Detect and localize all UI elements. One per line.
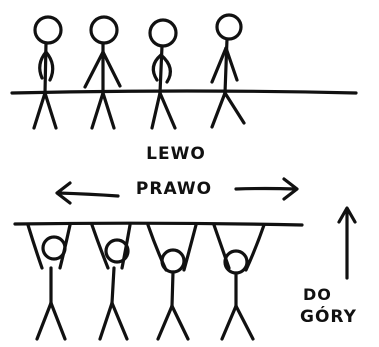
- label-up-line1: DO: [303, 285, 332, 304]
- label-right: PRAWO: [136, 179, 212, 199]
- bottom-bar: [13, 221, 304, 227]
- hanging-figure-3: [146, 223, 198, 341]
- standing-figure-4: [210, 13, 246, 129]
- standing-figure-1: [32, 15, 63, 130]
- label-left: LEWO: [146, 144, 206, 164]
- standing-figure-2: [83, 15, 122, 130]
- hanging-figure-2: [90, 223, 132, 341]
- standing-figure-3: [148, 18, 178, 130]
- arrow-up-icon: [337, 206, 357, 280]
- arrow-left-icon: [55, 181, 120, 205]
- hanging-figure-4: [212, 223, 266, 341]
- label-up-line2: GÓRY: [300, 305, 357, 327]
- top-bar: [10, 89, 358, 95]
- arrow-right-icon: [234, 177, 299, 201]
- hanging-figure-1: [26, 223, 72, 341]
